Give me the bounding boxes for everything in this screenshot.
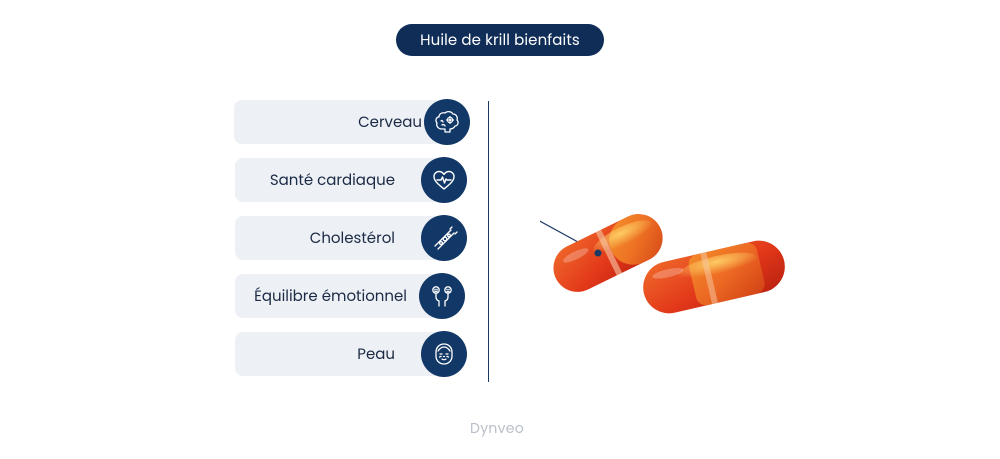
benefit-label-pill: Santé cardiaque: [235, 158, 441, 202]
benefit-label-pill: Cholestérol: [235, 216, 441, 260]
benefit-label: Cerveau: [358, 111, 422, 133]
capsule-2: [643, 240, 785, 314]
benefit-label-pill: Cerveau: [234, 100, 442, 144]
benefit-row-skin: Peau: [235, 331, 467, 377]
brand-name: Dynveo: [470, 418, 525, 438]
brain-icon: [424, 99, 470, 145]
benefit-label: Peau: [357, 343, 395, 365]
connector-dot: [594, 249, 602, 257]
benefit-label-pill: Équilibre émotionnel: [235, 274, 441, 318]
benefit-label: Santé cardiaque: [269, 169, 395, 191]
benefit-label: Cholestérol: [309, 227, 395, 249]
divider-line: [488, 101, 489, 382]
artery-icon: [421, 215, 467, 261]
benefit-row-brain: Cerveau: [234, 99, 470, 145]
benefit-row-heart: Santé cardiaque: [235, 157, 467, 203]
benefit-label-pill: Peau: [235, 332, 441, 376]
heart-pulse-icon: [421, 157, 467, 203]
capsule-1: [553, 214, 663, 292]
emotions-icon: [419, 273, 465, 319]
page-title: Huile de krill bienfaits: [420, 29, 580, 51]
face-skin-icon: [421, 331, 467, 377]
benefit-row-emotional: Équilibre émotionnel: [235, 273, 467, 319]
benefit-label: Équilibre émotionnel: [254, 285, 407, 307]
benefit-row-cholesterol: Cholestérol: [235, 215, 467, 261]
krill-oil-capsules: [540, 214, 785, 314]
brand-logo: Dynveo: [470, 418, 524, 439]
title-pill: Huile de krill bienfaits: [396, 24, 604, 56]
